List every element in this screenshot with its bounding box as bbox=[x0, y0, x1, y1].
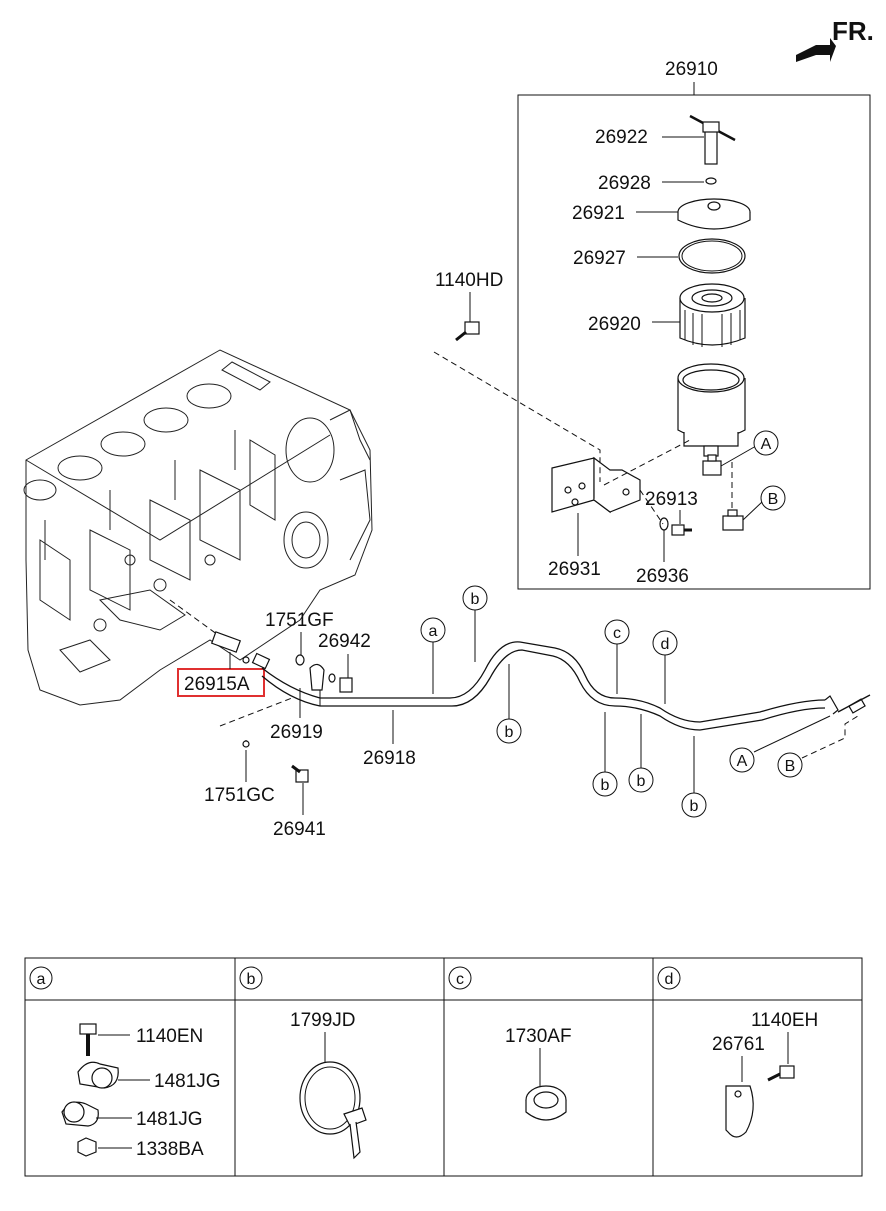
cell-b-label-1: 1799JD bbox=[290, 1010, 356, 1031]
callout-kit: 26910 bbox=[665, 59, 718, 80]
marker-B-pipe bbox=[777, 752, 803, 778]
table-header-d-label: d bbox=[665, 971, 674, 988]
marker-A-pipe bbox=[729, 747, 755, 773]
marker-B-top-label: B bbox=[768, 491, 779, 508]
gasket-small-part bbox=[242, 656, 250, 664]
marker-a-pipe-label: a bbox=[429, 623, 438, 640]
cell-a-label-2: 1481JG bbox=[154, 1071, 221, 1092]
washer-part bbox=[659, 517, 669, 531]
marker-A-pipe-label: A bbox=[737, 753, 748, 770]
fuel-line-26918 bbox=[261, 641, 871, 731]
grommet-illustration bbox=[525, 1085, 567, 1121]
front-label: FR. bbox=[832, 16, 874, 46]
callout-o-ring-large: 26927 bbox=[573, 248, 626, 269]
cell-c-label-1: 1730AF bbox=[505, 1026, 572, 1047]
cell-a-label-3: 1481JG bbox=[136, 1109, 203, 1130]
bolt-bracket-part bbox=[671, 524, 692, 536]
marker-b-pipe-5-label: b bbox=[690, 798, 699, 815]
bolt-top-part bbox=[455, 321, 480, 342]
callout-washer: 26936 bbox=[636, 566, 689, 587]
cell-a-label-1: 1140EN bbox=[136, 1026, 203, 1047]
banjo-part bbox=[309, 663, 353, 693]
marker-A-top-label: A bbox=[761, 436, 772, 453]
small-o-ring-part bbox=[705, 177, 717, 185]
callout-drain-plug: 26922 bbox=[595, 127, 648, 148]
callout-bolt-top: 1140HD bbox=[435, 270, 503, 291]
marker-c-pipe-label: c bbox=[613, 625, 621, 642]
table-header-a-label: a bbox=[37, 971, 46, 988]
connector-highlight-box bbox=[177, 668, 265, 697]
marker-B-pipe-label: B bbox=[785, 758, 796, 775]
connector-part bbox=[210, 631, 242, 653]
callout-cover: 26921 bbox=[572, 203, 625, 224]
engine-block-illustration bbox=[23, 349, 373, 706]
marker-A-top bbox=[753, 430, 779, 456]
table-header-c-label: c bbox=[456, 971, 464, 988]
cell-d-label-2: 26761 bbox=[712, 1034, 765, 1055]
callout-gasket-c: 1751GC bbox=[204, 785, 275, 806]
filter-housing-part bbox=[677, 363, 746, 457]
large-o-ring-part bbox=[678, 238, 746, 274]
front-arrow-icon bbox=[796, 38, 836, 62]
table-header-a bbox=[29, 966, 53, 990]
cover-part bbox=[677, 198, 751, 230]
callout-element: 26920 bbox=[588, 314, 641, 335]
parts-table: a b c d 1140EN 1481JG 1481JG 1338BA 1799… bbox=[24, 957, 863, 1177]
callout-bolt-eye: 26942 bbox=[318, 631, 371, 652]
marker-b-pipe-3-label: b bbox=[601, 777, 610, 794]
marker-b-pipe-1-label: b bbox=[471, 591, 480, 608]
bracket-part bbox=[551, 456, 641, 514]
bolt-lower-part bbox=[291, 764, 309, 783]
marker-b-pipe-4-label: b bbox=[637, 773, 646, 790]
cell-a-label-4: 1338BA bbox=[136, 1139, 204, 1160]
clip-illustration bbox=[725, 1065, 795, 1138]
sensor-b-part bbox=[722, 509, 744, 531]
gasket-a-part bbox=[295, 654, 305, 666]
cable-tie-illustration bbox=[299, 1061, 367, 1160]
eye-bolt-part bbox=[251, 652, 271, 670]
table-header-c bbox=[448, 966, 472, 990]
callout-bracket: 26931 bbox=[548, 559, 601, 580]
filter-element-part bbox=[679, 283, 746, 347]
cell-a-illustration bbox=[61, 1023, 119, 1157]
pipe-markers: a b b c d b b b A B bbox=[420, 585, 859, 818]
callout-bolt-bracket: 26913 bbox=[645, 489, 698, 510]
drain-plug-part bbox=[689, 114, 736, 165]
callout-connector: 26915A bbox=[184, 674, 250, 695]
marker-b-pipe-2-label: b bbox=[505, 724, 514, 741]
gasket-c-part bbox=[242, 740, 250, 748]
callout-gasket-a: 1751GF bbox=[265, 610, 334, 631]
table-header-d bbox=[657, 966, 681, 990]
cell-d-label-1: 1140EH bbox=[751, 1010, 818, 1031]
callout-fuel-line: 26918 bbox=[363, 748, 416, 769]
front-direction-indicator: FR. bbox=[796, 16, 874, 62]
table-header-b bbox=[239, 966, 263, 990]
marker-d-pipe-label: d bbox=[661, 636, 670, 653]
marker-B-top bbox=[760, 485, 786, 511]
callout-bolt-lower: 26941 bbox=[273, 819, 326, 840]
callout-eye-bolt: 26919 bbox=[270, 722, 323, 743]
sensor-a-part bbox=[702, 454, 722, 476]
callout-o-ring-small: 26928 bbox=[598, 173, 651, 194]
table-header-b-label: b bbox=[247, 971, 256, 988]
